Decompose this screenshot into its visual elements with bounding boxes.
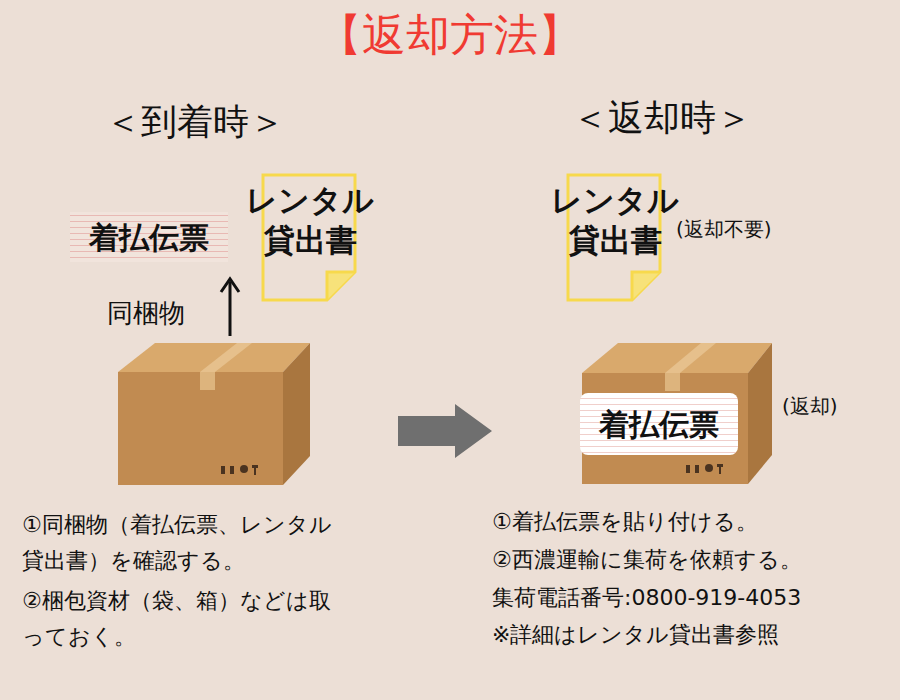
- node-text: レンタル 貸出書: [548, 180, 682, 261]
- instruction-line: ②西濃運輸に集荷を依頼する。: [492, 545, 802, 575]
- instruction-line: ①同梱物（着払伝票、レンタル: [22, 510, 332, 540]
- slip-paper: [70, 212, 228, 262]
- shipping-label: 着払伝票: [580, 393, 738, 455]
- section-heading: ＜到着時＞: [105, 98, 285, 147]
- title: 【返却方法】: [318, 6, 582, 65]
- node-text: レンタル 貸出書: [243, 180, 377, 261]
- note: (返却不要): [676, 216, 772, 243]
- slip-label: 着払伝票: [70, 212, 228, 262]
- node-text: 着払伝票: [599, 405, 719, 444]
- up-arrow: [229, 282, 232, 336]
- instruction-line: 貸出書）を確認する。: [22, 546, 245, 576]
- section-heading: ＜返却時＞: [572, 94, 752, 143]
- note: (返却): [782, 393, 838, 420]
- slip-lines: [70, 212, 228, 262]
- cardboard-box: [118, 343, 310, 485]
- flow-arrow: [398, 404, 492, 458]
- instruction-line: っておく。: [22, 622, 136, 652]
- rental-document: レンタル 貸出書: [237, 172, 383, 268]
- paper-fold: [632, 272, 660, 300]
- up-arrow-head: [221, 279, 239, 292]
- node-text: 着払伝票: [89, 218, 209, 257]
- instruction-line: ※詳細はレンタル貸出書参照: [492, 620, 779, 650]
- instruction-line: ①着払伝票を貼り付ける。: [492, 507, 758, 537]
- rental-document: レンタル 貸出書: [542, 172, 688, 268]
- paper-fold: [327, 272, 355, 300]
- arrow-label: 同梱物: [107, 296, 185, 331]
- cardboard-box: [582, 343, 772, 484]
- instruction-line: 集荷電話番号:0800-919-4053: [492, 583, 801, 613]
- instruction-line: ②梱包資材（袋、箱）などは取: [22, 586, 331, 616]
